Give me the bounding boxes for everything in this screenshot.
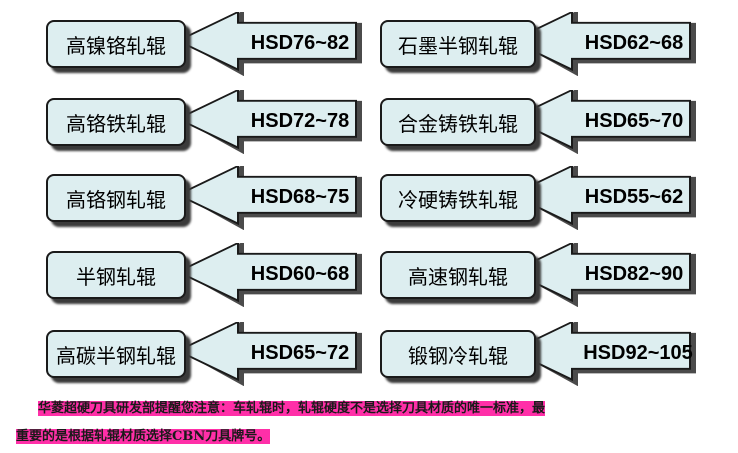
hardness-value: HSD65~70 [584,109,684,132]
arrow-left-shape [176,243,362,307]
hardness-value: HSD92~105 [583,341,693,364]
hardness-value: HSD72~78 [250,109,350,132]
material-label: 高速钢轧辊 [380,251,536,299]
hardness-value: HSD60~68 [250,262,350,285]
item-4: 高铬钢轧辊 HSD68~75 [46,166,364,230]
hardness-value: HSD82~90 [584,262,684,285]
item-9: 锻钢冷轧辊 HSD92~105 [380,322,698,386]
arrow-left-shape [510,90,696,154]
hardness-value: HSD65~72 [250,341,350,364]
item-7: 高速钢轧辊 HSD82~90 [380,243,698,307]
material-label: 合金铸铁轧辊 [380,98,536,146]
material-label: 高铬钢轧辊 [46,174,186,222]
item-8: 高碳半钢轧辊 HSD65~72 [46,322,364,386]
hardness-value: HSD76~82 [250,31,350,54]
note-text-2: 重要的是根据轧辊材质选择CBN刀具牌号。 [16,429,271,444]
arrow-left-shape [510,243,696,307]
material-label: 锻钢冷轧辊 [380,330,536,378]
arrow-left-shape [510,12,696,76]
item-6: 半钢轧辊 HSD60~68 [46,243,364,307]
arrow-left-shape [176,322,362,386]
note-text-1: 华菱超硬刀具研发部提醒您注意：车轧辊时，轧辊硬度不是选择刀具材质的唯一标准，最 [38,401,546,416]
item-2: 高铬铁轧辊 HSD72~78 [46,90,364,154]
item-0: 高镍铬轧辊 HSD76~82 [46,12,364,76]
item-1: 石墨半钢轧辊 HSD62~68 [380,12,698,76]
arrow-left-shape [176,12,362,76]
material-label: 高镍铬轧辊 [46,20,186,68]
arrow-left-shape [510,322,696,386]
hardness-value: HSD68~75 [250,185,350,208]
material-label: 高碳半钢轧辊 [46,330,186,378]
arrow-left-shape [510,166,696,230]
material-label: 高铬铁轧辊 [46,98,186,146]
note-line-2: 重要的是根据轧辊材质选择CBN刀具牌号。 [16,428,722,446]
note-line-1: 华菱超硬刀具研发部提醒您注意：车轧辊时，轧辊硬度不是选择刀具材质的唯一标准，最 [38,400,718,418]
material-label: 半钢轧辊 [46,251,186,299]
hardness-value: HSD55~62 [584,185,684,208]
arrow-left-shape [176,166,362,230]
hardness-value: HSD62~68 [584,31,684,54]
item-3: 合金铸铁轧辊 HSD65~70 [380,90,698,154]
arrow-left-shape [176,90,362,154]
material-label: 冷硬铸铁轧辊 [380,174,536,222]
item-5: 冷硬铸铁轧辊 HSD55~62 [380,166,698,230]
material-label: 石墨半钢轧辊 [380,20,536,68]
